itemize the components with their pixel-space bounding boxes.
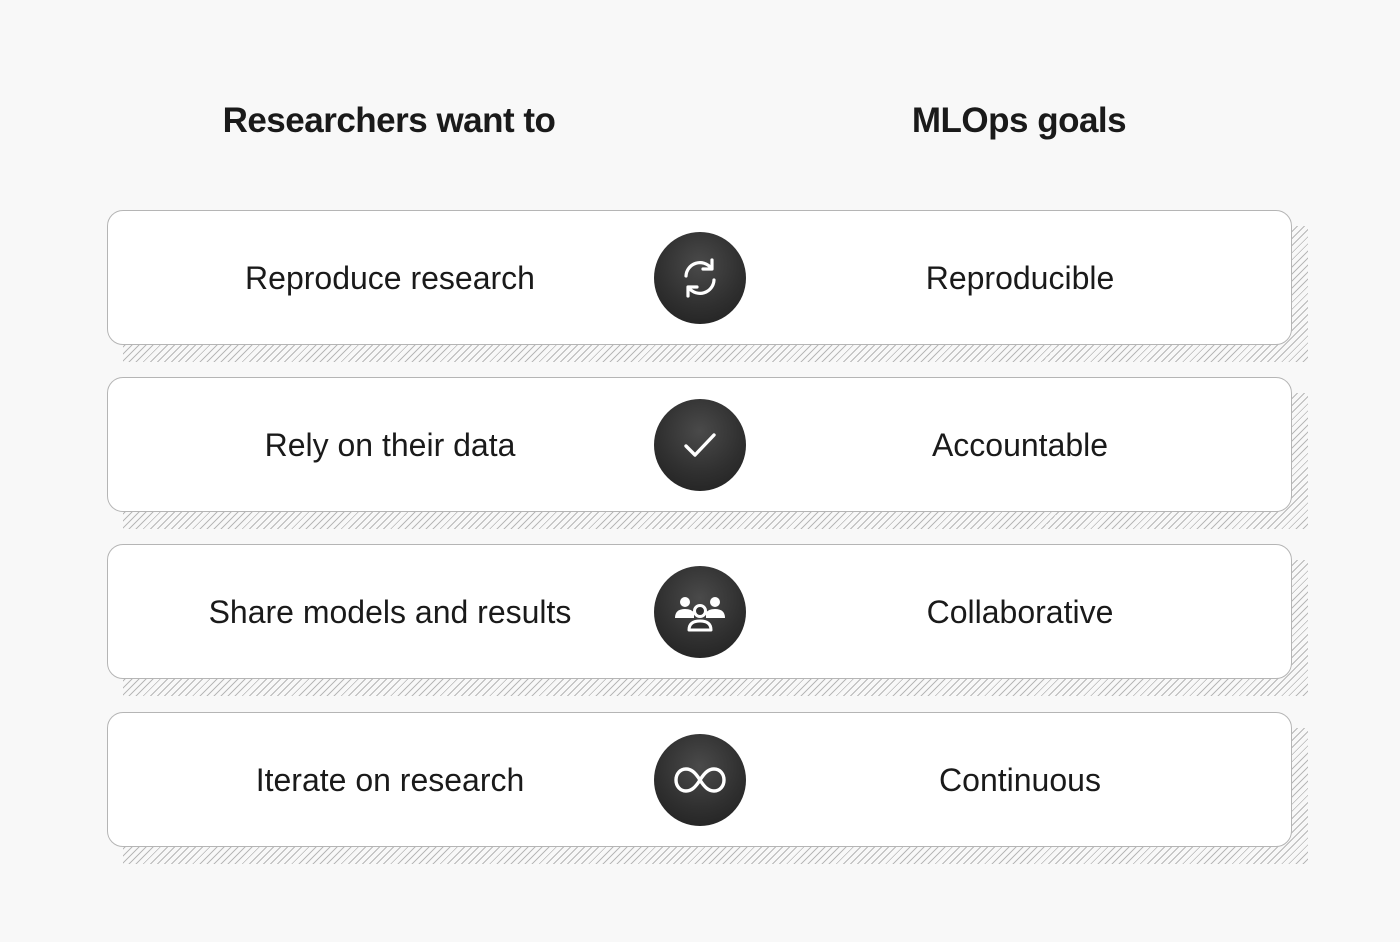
check-icon <box>654 399 746 491</box>
researcher-want-label: Reproduce research <box>245 259 535 296</box>
goal-row-accountable: Rely on their data Accountable <box>107 377 1308 529</box>
row-card: Share models and results Collaborative <box>107 544 1292 679</box>
row-card: Iterate on research Continuous <box>107 712 1292 847</box>
goal-row-collaborative: Share models and results Collaborative <box>107 544 1308 696</box>
mlops-goals-header: MLOps goals <box>911 101 1127 140</box>
row-card: Reproduce research Reproducible <box>107 210 1292 345</box>
researcher-want-label: Iterate on research <box>255 761 525 798</box>
researcher-want-label: Rely on their data <box>264 426 516 463</box>
goal-row-reproducible: Reproduce research Reproducible <box>107 210 1308 362</box>
goal-row-continuous: Iterate on research Continuous <box>107 712 1308 864</box>
refresh-icon <box>654 232 746 324</box>
researcher-want-label: Share models and results <box>208 593 572 630</box>
people-group-icon <box>654 566 746 658</box>
row-card: Rely on their data Accountable <box>107 377 1292 512</box>
mlops-goal-label: Collaborative <box>926 593 1114 630</box>
infinity-icon <box>654 734 746 826</box>
mlops-goal-label: Accountable <box>931 426 1109 463</box>
mlops-goal-label: Reproducible <box>925 259 1115 296</box>
mlops-goal-label: Continuous <box>939 761 1101 798</box>
researchers-header: Researchers want to <box>222 101 556 140</box>
